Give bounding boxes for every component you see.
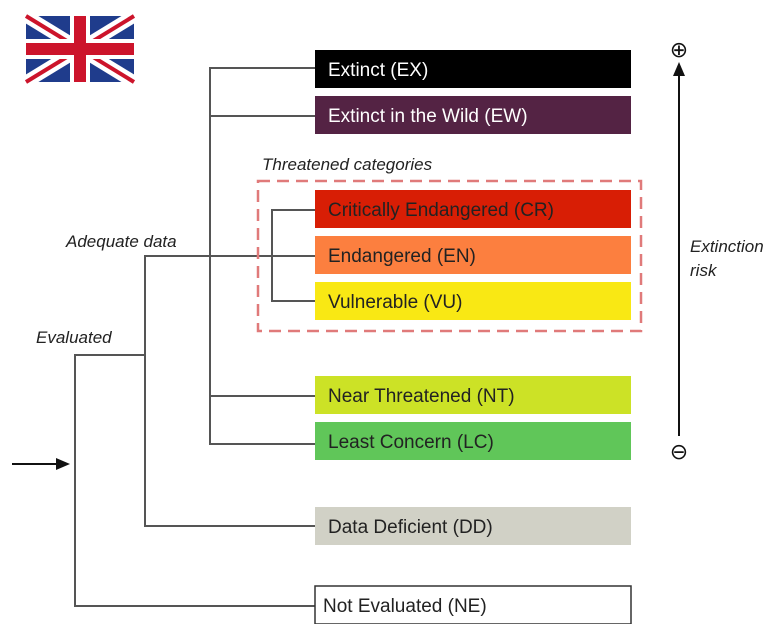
entry-arrow-icon xyxy=(12,458,70,470)
category-label: Not Evaluated (NE) xyxy=(323,596,487,617)
category-box xyxy=(315,376,631,414)
category-box xyxy=(315,96,631,134)
minus-circle-icon: ⊖ xyxy=(670,440,688,465)
category-box xyxy=(315,282,631,320)
threatened-label: Threatened categories xyxy=(262,155,433,174)
arrow-up-icon xyxy=(673,62,685,76)
category-label: Extinct in the Wild (EW) xyxy=(328,106,528,127)
extinction-risk-label-line2: risk xyxy=(690,261,718,280)
category-label: Least Concern (LC) xyxy=(328,432,494,453)
category-lc: Least Concern (LC) xyxy=(315,422,631,460)
category-box xyxy=(314,585,632,624)
category-label: Endangered (EN) xyxy=(328,246,476,267)
category-en: Endangered (EN) xyxy=(315,236,631,274)
category-box xyxy=(315,190,631,228)
evaluated-bracket xyxy=(74,354,315,607)
adequate-data-label: Adequate data xyxy=(65,232,177,251)
connector-lines xyxy=(74,67,315,607)
category-vu: Vulnerable (VU) xyxy=(315,282,631,320)
plus-circle-icon: ⊕ xyxy=(670,38,688,63)
evaluated-label: Evaluated xyxy=(36,328,112,347)
category-ew: Extinct in the Wild (EW) xyxy=(315,96,631,134)
category-box xyxy=(315,50,631,88)
category-ne: Not Evaluated (NE) xyxy=(314,585,632,624)
category-label: Near Threatened (NT) xyxy=(328,386,515,407)
category-box xyxy=(315,507,631,545)
extinction-risk-axis xyxy=(673,62,685,436)
category-label: Data Deficient (DD) xyxy=(328,517,493,538)
category-box xyxy=(315,236,631,274)
category-dd: Data Deficient (DD) xyxy=(315,507,631,545)
category-cr: Critically Endangered (CR) xyxy=(315,190,631,228)
adequate-data-bracket xyxy=(144,255,315,527)
uk-flag-icon xyxy=(22,10,138,88)
category-label: Vulnerable (VU) xyxy=(328,292,462,313)
category-nt: Near Threatened (NT) xyxy=(315,376,631,414)
category-ex: Extinct (EX) xyxy=(315,50,631,88)
category-label: Extinct (EX) xyxy=(328,60,428,81)
extinction-risk-label-line1: Extinction xyxy=(690,237,764,256)
category-box xyxy=(315,422,631,460)
threatened-box xyxy=(256,179,643,333)
category-label: Critically Endangered (CR) xyxy=(328,200,554,221)
